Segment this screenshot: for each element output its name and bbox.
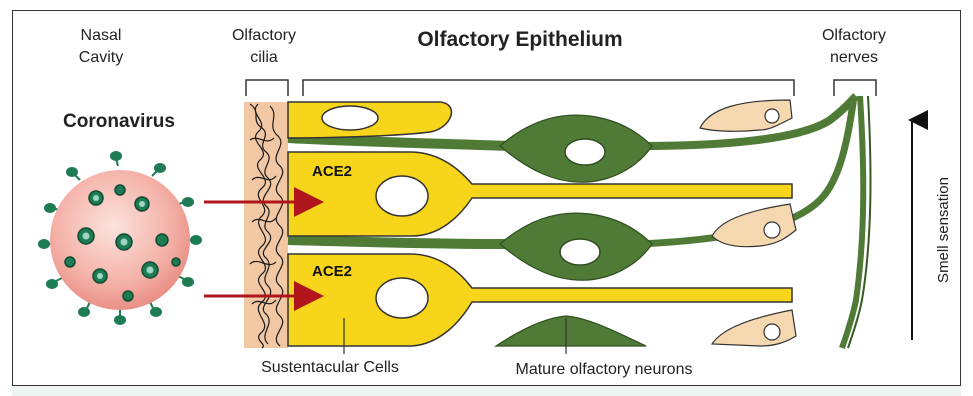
basal-cell-2 [712, 204, 796, 247]
diagram-title: Olfactory Epithelium [417, 28, 622, 51]
coronavirus-label: Coronavirus [63, 111, 175, 132]
neuron-dendrite-top [288, 138, 510, 146]
sustentacular-cells-label: Sustentacular Cells [261, 359, 399, 376]
basal-cell-nucleus-3 [764, 324, 780, 340]
olfactory-neuron-3 [496, 316, 646, 346]
nasal-cavity-label-2: Cavity [79, 49, 123, 66]
sustentacular-nucleus-1 [376, 176, 428, 216]
basal-cell-nucleus-2 [764, 222, 780, 238]
smell-sensation-label: Smell sensation [935, 177, 952, 283]
basal-cell-3 [712, 310, 796, 346]
cilia-bracket [246, 80, 288, 96]
mucus-layer [244, 102, 288, 348]
olfactory-cilia-label-2: cilia [250, 49, 278, 66]
basal-cell-nucleus-1 [765, 109, 779, 123]
ace2-label-bottom: ACE2 [312, 263, 352, 280]
mature-neurons-label: Mature olfactory neurons [516, 361, 693, 378]
sustentacular-nucleus-2 [376, 278, 428, 318]
neuron-nucleus-1 [565, 139, 605, 165]
nerves-bracket [834, 80, 876, 96]
olfactory-cilia-label-1: Olfactory [232, 27, 296, 44]
nasal-cavity-label-1: Nasal [81, 27, 122, 44]
olfactory-nerves-label-2: nerves [830, 49, 878, 66]
ace2-label-top: ACE2 [312, 163, 352, 180]
neuron-nucleus-2 [560, 239, 600, 265]
neuron-dendrite-bottom [288, 240, 510, 244]
epithelium-bracket [303, 80, 794, 96]
olfactory-nerves-label-1: Olfactory [822, 27, 886, 44]
sustentacular-nucleus-top [322, 106, 378, 130]
coronavirus-particle [39, 152, 201, 324]
